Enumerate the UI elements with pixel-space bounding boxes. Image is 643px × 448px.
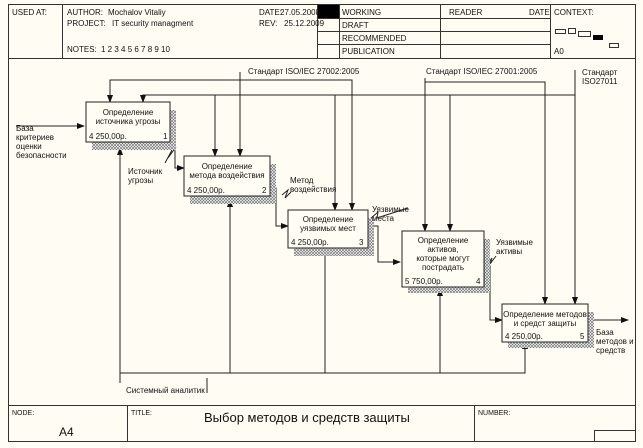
reader-label: READER xyxy=(449,8,483,17)
node-value: A4 xyxy=(59,425,74,439)
activity-2-number: 2 xyxy=(262,186,267,195)
activity-4-number: 4 xyxy=(476,277,481,286)
status-marker xyxy=(318,5,339,18)
activity-5-cost: 4 250,00р. xyxy=(505,332,543,341)
activity-box-5[interactable] xyxy=(501,303,594,348)
node-label: NODE: xyxy=(12,410,35,417)
activity-4-cost: 5 750,00р. xyxy=(405,277,443,286)
number-label: NUMBER: xyxy=(478,410,511,417)
activity-box-2[interactable] xyxy=(183,155,276,204)
activity-4-title: Определение активов, которые могут постр… xyxy=(416,236,470,272)
status-draft: DRAFT xyxy=(342,21,369,30)
rev-label: REV: xyxy=(259,19,278,28)
arrow-vulnerabilities xyxy=(370,225,401,265)
status-working: WORKING xyxy=(342,8,382,17)
label-std-27011: Стандарт ISO27011 xyxy=(582,68,618,86)
notes-label: NOTES: xyxy=(67,45,97,54)
activity-1-cost: 4 250,00р. xyxy=(89,132,127,141)
context-label: CONTEXT: xyxy=(554,8,594,17)
label-threat-source: Источник угрозы xyxy=(128,167,163,185)
activity-box-1[interactable] xyxy=(85,101,176,150)
activity-5-number: 5 xyxy=(580,332,585,341)
status-publication: PUBLICATION xyxy=(342,47,395,56)
diagram-title: Выбор методов и средств защиты xyxy=(204,410,410,425)
project-label: PROJECT: xyxy=(67,19,106,28)
activity-3-title: Определение уязвимых мест xyxy=(300,215,356,233)
label-vulnerable-assets: Уязвимые активы xyxy=(496,238,533,256)
activity-2-cost: 4 250,00р. xyxy=(187,186,225,195)
label-input-criteria: База критериев оценки безопасности xyxy=(16,124,67,160)
author-label: AUTHOR: xyxy=(67,8,103,17)
activity-3-number: 3 xyxy=(359,238,364,247)
activity-box-4[interactable] xyxy=(401,230,490,293)
rev-value: 25.12.2009 xyxy=(284,19,325,28)
title-label: TITLE: xyxy=(131,410,153,417)
activity-1-number: 1 xyxy=(163,132,168,141)
reader-date-label: DATE xyxy=(529,8,550,17)
used-at-label: USED AT: xyxy=(12,8,47,17)
arrow-std27011 xyxy=(140,70,576,103)
label-mechanism: Системный аналитик xyxy=(126,386,205,395)
project-value: IT security managment xyxy=(112,19,194,28)
footer-block: NODE: A4 TITLE: Выбор методов и средств … xyxy=(8,405,636,442)
notes-value: 1 2 3 4 5 6 7 8 9 10 xyxy=(101,45,170,54)
label-output-base: База методов и средств xyxy=(596,328,634,355)
context-node: A0 xyxy=(554,47,564,56)
date-label: DATE: xyxy=(259,8,282,17)
label-impact-method: Метод воздействия xyxy=(290,176,337,194)
context-map-icon xyxy=(555,25,635,55)
label-vulnerabilities: Уязвимые места xyxy=(372,205,409,223)
author-value: Mochalov Vitaliy xyxy=(108,8,166,17)
header-block: USED AT: AUTHOR: Mochalov Vitaliy PROJEC… xyxy=(8,4,636,59)
date-value: 27.05.2008 xyxy=(280,8,321,17)
label-std-27001: Стандарт ISO/IEC 27001:2005 xyxy=(426,67,538,76)
activity-2-title: Определение метода воздействия xyxy=(189,162,265,180)
activity-1-title: Определение источника угрозы xyxy=(95,108,161,126)
activity-3-cost: 4 250,00р. xyxy=(291,238,329,247)
activity-5-title: Определение методов и средст защиты xyxy=(503,310,587,328)
activity-box-3[interactable] xyxy=(287,209,374,256)
status-recommended: RECOMMENDED xyxy=(342,34,407,43)
squiggle-threat xyxy=(164,146,177,164)
label-std-27002: Стандарт ISO/IEC 27002:2005 xyxy=(248,67,360,76)
